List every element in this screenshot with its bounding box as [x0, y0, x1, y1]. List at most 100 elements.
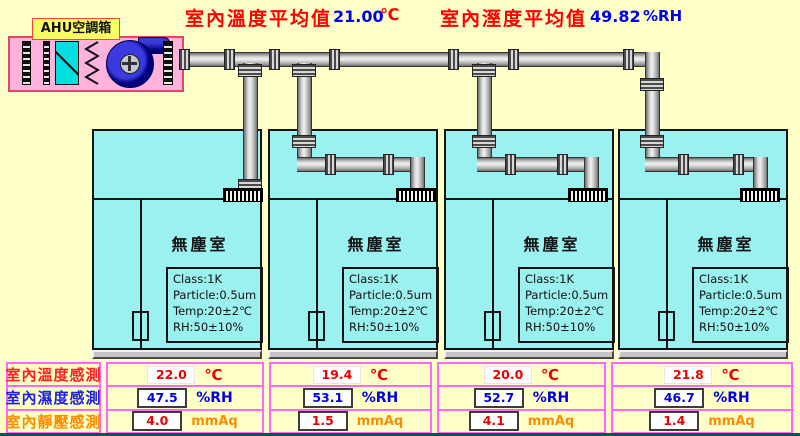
- temp-unit: ℃: [369, 365, 389, 384]
- spec-particle: Particle:0.5um: [173, 288, 257, 302]
- cleanroom-1: 無塵室 Class:1K Particle:0.5um Temp:20±2℃ R…: [92, 129, 263, 359]
- room-spec-box: Class:1K Particle:0.5um Temp:20±2℃ RH:50…: [518, 267, 615, 343]
- spec-class: Class:1K: [699, 272, 748, 286]
- temp-value-room1: 22.0: [147, 365, 196, 384]
- ceiling-line: [94, 198, 260, 200]
- humidity-unit: %RH: [196, 389, 233, 406]
- spec-particle: Particle:0.5um: [699, 288, 783, 302]
- duct-drop-room2: [297, 63, 312, 170]
- temp-unit: ℃: [721, 365, 740, 384]
- cleanroom-body: 無塵室 Class:1K Particle:0.5um Temp:20±2℃ R…: [92, 129, 263, 350]
- avg-temp-value: 21.00: [333, 7, 384, 26]
- temp-value-room3: 20.0: [483, 365, 532, 384]
- temp-unit: ℃: [540, 365, 560, 384]
- duct-run-room2: [297, 157, 424, 172]
- spec-temp: Temp:20±2℃: [699, 304, 779, 318]
- door-icon: [658, 311, 675, 341]
- temp-value-room4: 21.8: [664, 365, 713, 384]
- duct-collar-icon: [472, 135, 496, 148]
- humidity-value-room3[interactable]: 52.7: [473, 387, 524, 408]
- duct-down-room4: [753, 157, 768, 191]
- humidity-value-room4[interactable]: 46.7: [654, 387, 705, 408]
- duct-flange-icon: [557, 154, 568, 175]
- duct-flange-icon: [448, 49, 459, 70]
- humidity-unit: %RH: [532, 389, 570, 406]
- room-name-label: 無塵室: [697, 235, 755, 254]
- sensor-table: 室內溫度感測 室內濕度感測 室內靜壓感測 22.0 ℃ 47.5 %RH 4.0…: [6, 362, 794, 434]
- wall-divider-line: [316, 198, 318, 348]
- pressure-value-room3[interactable]: 4.1: [468, 411, 519, 432]
- room-base-platform: [268, 350, 438, 359]
- sensor-label-column: 室內溫度感測 室內濕度感測 室內靜壓感測: [6, 362, 101, 434]
- duct-collar-icon: [292, 135, 316, 148]
- duct-flange-icon: [623, 49, 634, 70]
- avg-temp-unit: ℃: [380, 5, 400, 24]
- duct-flange-icon: [678, 154, 689, 175]
- ahu-filter-icon: [163, 41, 173, 85]
- room-name-label: 無塵室: [523, 235, 581, 254]
- avg-humidity-label: 室內溼度平均值: [440, 8, 588, 30]
- duct-flange-icon: [224, 49, 235, 70]
- duct-flange-icon: [179, 49, 190, 70]
- room-name-label: 無塵室: [171, 235, 229, 254]
- pressure-unit: mmAq: [708, 413, 755, 429]
- ahu-title-tag: AHU空調箱: [32, 18, 120, 40]
- spec-particle: Particle:0.5um: [525, 288, 609, 302]
- door-icon: [132, 311, 149, 341]
- duct-tee-collar-icon: [640, 78, 664, 91]
- duct-flange-icon: [508, 49, 519, 70]
- diffuser-room3-icon: [568, 188, 608, 202]
- duct-drop-room3: [477, 63, 492, 170]
- ahu-filter-icon: [43, 41, 50, 85]
- spec-particle: Particle:0.5um: [349, 288, 433, 302]
- pressure-value-room1[interactable]: 4.0: [132, 411, 183, 432]
- row-label-humidity: 室內濕度感測: [5, 389, 102, 408]
- spec-rh: RH:50±10%: [173, 320, 244, 334]
- spec-rh: RH:50±10%: [525, 320, 596, 334]
- spec-class: Class:1K: [173, 272, 222, 286]
- fan-hub-icon: [120, 54, 140, 74]
- sensor-column-room2: 19.4 ℃ 53.1 %RH 1.5 mmAq: [269, 362, 432, 434]
- spec-class: Class:1K: [349, 272, 398, 286]
- door-icon: [484, 311, 501, 341]
- window-bottom-edge: [0, 433, 800, 436]
- avg-humidity-unit: %RH: [643, 7, 683, 25]
- pressure-value-room4[interactable]: 1.4: [649, 411, 700, 432]
- duct-tee-collar-icon: [472, 64, 496, 77]
- room-spec-box: Class:1K Particle:0.5um Temp:20±2℃ RH:50…: [342, 267, 439, 343]
- sensor-column-room3: 20.0 ℃ 52.7 %RH 4.1 mmAq: [437, 362, 606, 434]
- duct-flange-icon: [325, 154, 336, 175]
- pressure-value-room2[interactable]: 1.5: [297, 411, 348, 432]
- temp-unit: ℃: [204, 365, 223, 384]
- duct-flange-icon: [733, 154, 744, 175]
- diffuser-room4-icon: [740, 188, 780, 202]
- duct-flange-icon: [383, 154, 394, 175]
- duct-flange-icon: [505, 154, 516, 175]
- duct-tee-collar-icon: [292, 64, 316, 77]
- supply-fan-icon: [106, 40, 154, 88]
- spec-rh: RH:50±10%: [699, 320, 770, 334]
- spec-temp: Temp:20±2℃: [173, 304, 253, 318]
- duct-drop-room4: [645, 52, 660, 170]
- ceiling-line: [446, 198, 612, 200]
- spec-temp: Temp:20±2℃: [525, 304, 605, 318]
- row-label-pressure: 室內靜壓感測: [5, 412, 102, 431]
- diffuser-room1-icon: [223, 188, 263, 202]
- ceiling-line: [270, 198, 436, 200]
- ahu-heater-coil-icon: [84, 41, 100, 85]
- ahu-filter-icon: [22, 41, 31, 85]
- humidity-value-room2[interactable]: 53.1: [302, 387, 353, 408]
- room-base-platform: [444, 350, 614, 359]
- ceiling-line: [620, 198, 786, 200]
- room-spec-box: Class:1K Particle:0.5um Temp:20±2℃ RH:50…: [166, 267, 263, 343]
- duct-run-room4: [645, 157, 768, 172]
- ahu-cooling-coil-icon: [55, 41, 79, 85]
- avg-humidity-value: 49.82: [590, 7, 641, 26]
- temp-value-room2: 19.4: [312, 365, 361, 384]
- wall-divider-line: [666, 198, 668, 348]
- sensor-column-room1: 22.0 ℃ 47.5 %RH 4.0 mmAq: [106, 362, 264, 434]
- avg-temp-label: 室內溫度平均值: [185, 8, 333, 30]
- duct-down-room2: [410, 157, 425, 191]
- humidity-value-room1[interactable]: 47.5: [137, 387, 188, 408]
